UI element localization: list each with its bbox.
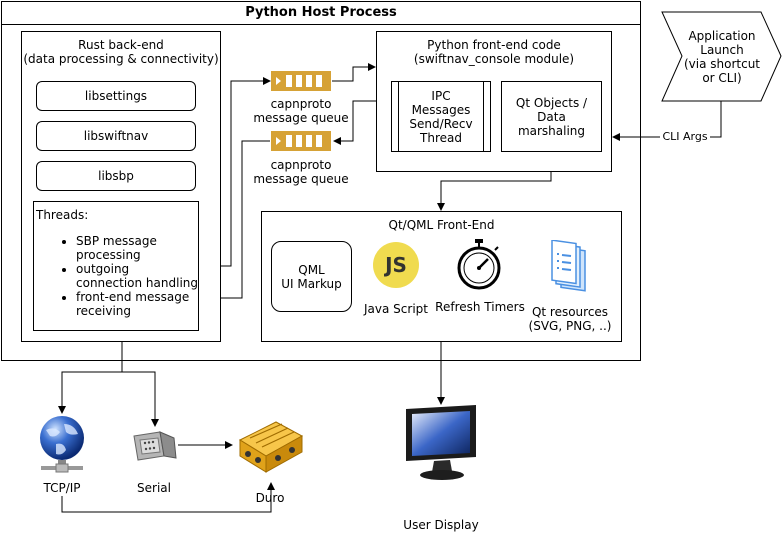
ipc-thread-bar-right: [483, 81, 484, 152]
app-launch-shape: [661, 11, 782, 102]
queue-label-2: capnproto message queue: [253, 158, 349, 186]
serial-label: Serial: [137, 481, 171, 495]
javascript-label: Java Script: [364, 302, 428, 316]
globe-network-icon: [40, 416, 84, 473]
arrow-frontend-to-queue2: [333, 100, 376, 145]
lib-libsettings: libsettings: [36, 81, 196, 111]
python-frontend-title: Python front-end code (swiftnav_console …: [413, 38, 575, 66]
arrow-tcpip-to-duro: [61, 482, 275, 513]
javascript-icon: JS: [373, 242, 419, 288]
thread-item: outgoing connection handling: [76, 262, 199, 290]
queue-label-1: capnproto message queue: [253, 97, 349, 125]
arrow-queue1-to-frontend: [332, 63, 376, 82]
refresh-timers-label: Refresh Timers: [435, 300, 525, 314]
app-launch-label: Application Launch (via shortcut or CLI): [683, 29, 761, 85]
host-process-title: Python Host Process: [245, 5, 397, 20]
rust-backend-title: Rust back-end (data processing & connect…: [23, 38, 219, 66]
qt-resources-icon: [551, 240, 586, 292]
duro-device-icon: [238, 421, 304, 473]
threads-list: SBP message processing outgoing connecti…: [34, 234, 199, 318]
thread-item: front-end message receiving: [76, 290, 199, 318]
user-display-label: User Display: [403, 518, 479, 532]
monitor-icon: [406, 405, 476, 480]
arrow-backend-to-tcpip: [58, 342, 123, 414]
ipc-thread-label: IPC Messages Send/Recv Thread: [409, 89, 473, 145]
cli-args-label: CLI Args: [660, 130, 710, 144]
qt-objects-label: Qt Objects / Data marshaling: [515, 96, 588, 138]
duro-label: Duro: [255, 491, 285, 505]
lib-libswiftnav: libswiftnav: [36, 121, 196, 151]
queue-icon-1: [271, 71, 331, 91]
arrow-queue2-to-threads: [199, 140, 270, 302]
queue-icon-2: [271, 131, 331, 151]
arrow-cli-args: [612, 101, 722, 141]
lib-libsbp: libsbp: [36, 161, 196, 191]
qt-objects-box: [501, 81, 602, 152]
qt-resources-label: Qt resources (SVG, PNG, ..): [528, 305, 612, 333]
host-process-title-bar: [1, 1, 641, 25]
thread-item: SBP message processing: [76, 234, 199, 262]
threads-title: Threads:: [36, 208, 89, 222]
ipc-thread-box: [391, 81, 491, 152]
stopwatch-icon: [457, 239, 501, 290]
qml-markup-box: QML UI Markup: [271, 241, 352, 312]
qml-frontend-title: Qt/QML Front-End: [388, 218, 495, 232]
threads-box: [33, 201, 199, 331]
arrow-backend-to-serial: [122, 371, 159, 427]
ipc-thread-bar-left: [398, 81, 399, 152]
serial-connector-icon: [133, 431, 177, 461]
tcpip-label: TCP/IP: [43, 481, 81, 495]
